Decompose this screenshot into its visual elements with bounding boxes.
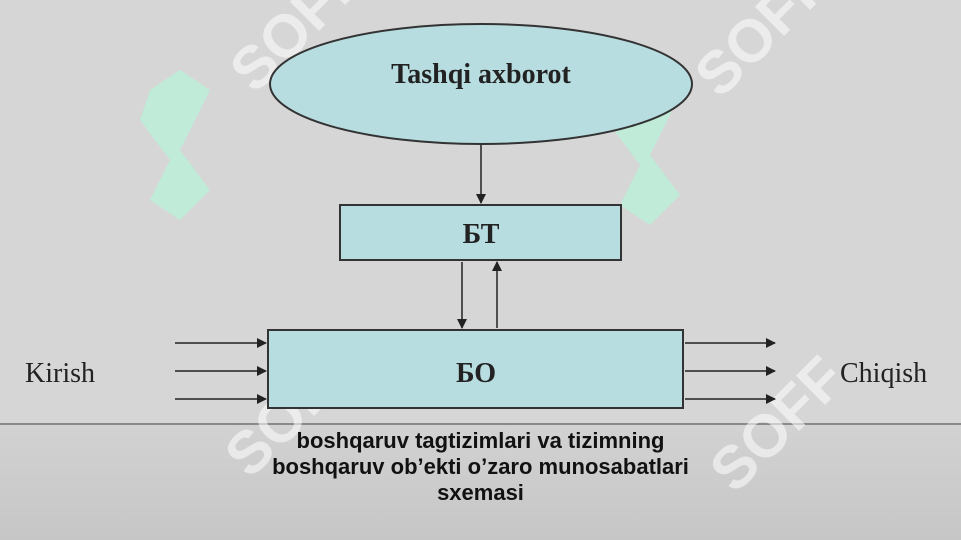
caption-line-2: boshqaruv ob’ekti o’zaro munosabatlari	[272, 454, 689, 479]
diagram-caption: boshqaruv tagtizimlari va tizimning bosh…	[0, 428, 961, 506]
divider-line	[0, 423, 961, 425]
control-object-node	[267, 329, 684, 409]
caption-line-1: boshqaruv tagtizimlari va tizimning	[296, 428, 665, 453]
external-info-label: Tashqi axborot	[391, 59, 571, 90]
control-object-label: БО	[456, 358, 496, 389]
control-unit-label: БТ	[463, 219, 500, 250]
control-unit-node	[339, 204, 622, 261]
output-label: Chiqish	[840, 358, 927, 389]
caption-area	[0, 425, 961, 540]
caption-line-3: sxemasi	[437, 480, 524, 505]
input-label: Kirish	[25, 358, 95, 389]
external-info-node	[269, 23, 693, 145]
watermark-text-right: SOFF	[682, 0, 843, 109]
